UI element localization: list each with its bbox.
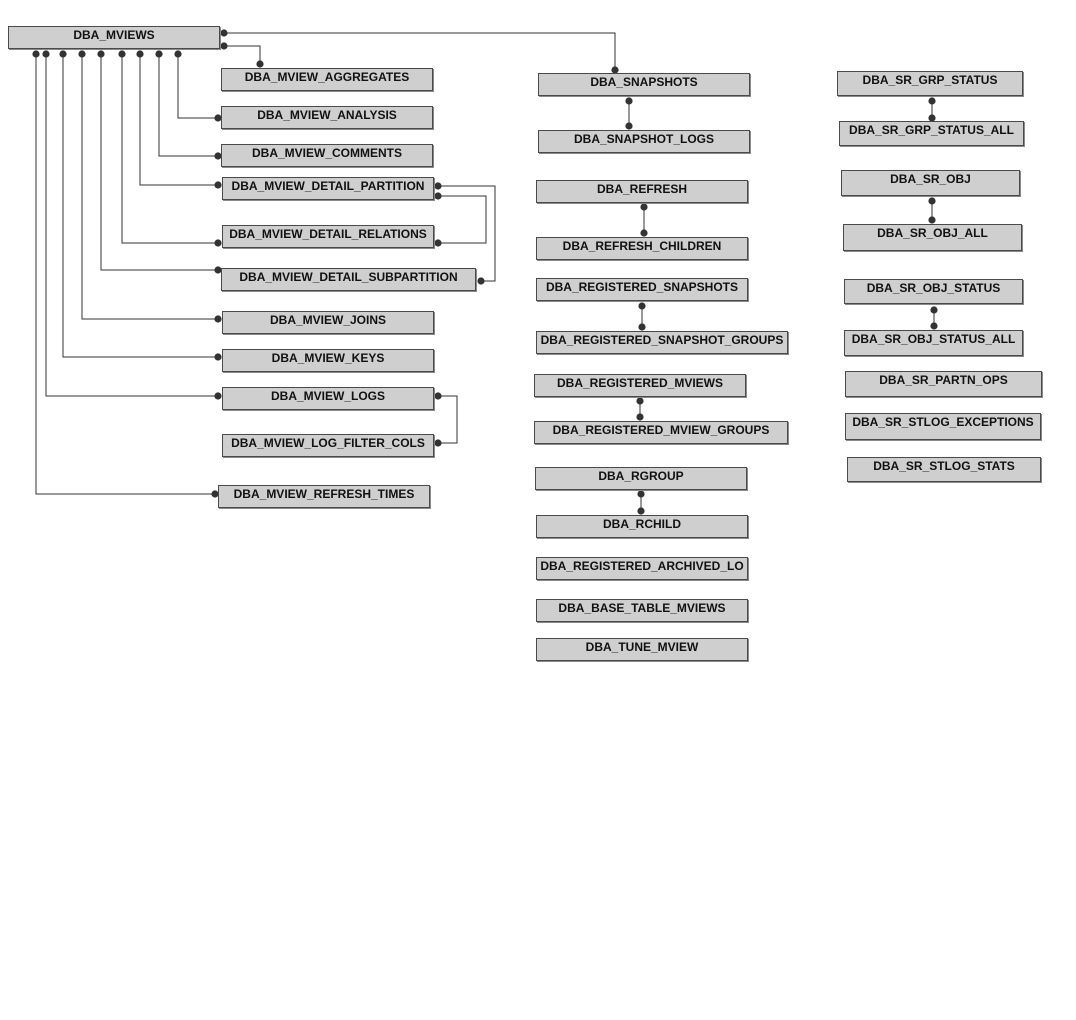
table-dba-mview-detail-subpartition[interactable]: DBA_MVIEW_DETAIL_SUBPARTITION: [221, 268, 476, 291]
relationship-line: [438, 195, 487, 244]
relationship-endpoint-dot: [640, 229, 648, 237]
table-dba-mview-aggregates[interactable]: DBA_MVIEW_AGGREGATES: [221, 68, 433, 91]
relationship-endpoint-dot: [434, 392, 442, 400]
relationship-endpoint-dot: [78, 50, 86, 58]
relationship-line: [438, 185, 496, 282]
relationship-endpoint-dot: [611, 66, 619, 74]
relationship-line: [62, 54, 219, 358]
relationship-endpoint-dot: [174, 50, 182, 58]
relationship-endpoint-dot: [214, 239, 222, 247]
table-dba-mview-comments[interactable]: DBA_MVIEW_COMMENTS: [221, 144, 433, 167]
relationship-line: [220, 32, 616, 70]
table-dba-mview-logs[interactable]: DBA_MVIEW_LOGS: [222, 387, 434, 410]
relationship-endpoint-dot: [477, 277, 485, 285]
relationship-endpoint-dot: [211, 490, 219, 498]
relationship-endpoint-dot: [928, 216, 936, 224]
relationship-endpoint-dot: [214, 266, 222, 274]
relationship-line: [438, 395, 458, 444]
relationship-line: [35, 54, 215, 495]
table-dba-mview-analysis[interactable]: DBA_MVIEW_ANALYSIS: [221, 106, 433, 129]
table-dba-base-table-mviews[interactable]: DBA_BASE_TABLE_MVIEWS: [536, 599, 748, 622]
relationship-line: [177, 54, 219, 119]
relationship-endpoint-dot: [214, 315, 222, 323]
relationship-endpoint-dot: [434, 192, 442, 200]
relationship-endpoint-dot: [434, 182, 442, 190]
table-dba-mview-log-filter-cols[interactable]: DBA_MVIEW_LOG_FILTER_COLS: [222, 434, 434, 457]
table-dba-sr-grp-status-all[interactable]: DBA_SR_GRP_STATUS_ALL: [839, 121, 1024, 146]
relationship-endpoint-dot: [930, 306, 938, 314]
relationship-endpoint-dot: [928, 114, 936, 122]
relationship-line: [139, 54, 219, 186]
relationship-line: [81, 54, 219, 320]
relationship-endpoint-dot: [930, 322, 938, 330]
table-dba-sr-stlog-stats[interactable]: DBA_SR_STLOG_STATS: [847, 457, 1041, 482]
relationship-line: [158, 54, 219, 157]
relationship-line: [121, 54, 219, 244]
relationship-endpoint-dot: [640, 203, 648, 211]
relationship-endpoint-dot: [638, 302, 646, 310]
relationship-endpoint-dot: [214, 181, 222, 189]
relationship-endpoint-dot: [638, 323, 646, 331]
table-dba-mview-detail-partition[interactable]: DBA_MVIEW_DETAIL_PARTITION: [222, 177, 434, 200]
relationship-endpoint-dot: [625, 122, 633, 130]
relationship-endpoint-dot: [928, 97, 936, 105]
table-dba-tune-mview[interactable]: DBA_TUNE_MVIEW: [536, 638, 748, 661]
table-dba-sr-partn-ops[interactable]: DBA_SR_PARTN_OPS: [845, 371, 1042, 397]
relationship-endpoint-dot: [214, 353, 222, 361]
relationship-endpoint-dot: [256, 60, 264, 68]
table-dba-registered-archived-log[interactable]: DBA_REGISTERED_ARCHIVED_LO: [536, 557, 748, 580]
table-dba-mview-joins[interactable]: DBA_MVIEW_JOINS: [222, 311, 434, 334]
table-dba-snapshots[interactable]: DBA_SNAPSHOTS: [538, 73, 750, 96]
relationship-endpoint-dot: [155, 50, 163, 58]
table-dba-mviews[interactable]: DBA_MVIEWS: [8, 26, 220, 49]
table-dba-registered-snapshot-groups[interactable]: DBA_REGISTERED_SNAPSHOT_GROUPS: [536, 331, 788, 354]
table-dba-registered-snapshots[interactable]: DBA_REGISTERED_SNAPSHOTS: [536, 278, 748, 301]
relationship-endpoint-dot: [32, 50, 40, 58]
relationship-line: [222, 45, 261, 65]
table-dba-refresh[interactable]: DBA_REFRESH: [536, 180, 748, 203]
relationship-endpoint-dot: [59, 50, 67, 58]
relationship-endpoint-dot: [118, 50, 126, 58]
table-dba-mview-refresh-times[interactable]: DBA_MVIEW_REFRESH_TIMES: [218, 485, 430, 508]
relationship-endpoint-dot: [434, 239, 442, 247]
relationship-endpoint-dot: [625, 97, 633, 105]
table-dba-sr-stlog-exceptions[interactable]: DBA_SR_STLOG_EXCEPTIONS: [845, 413, 1041, 440]
table-dba-sr-obj-status-all[interactable]: DBA_SR_OBJ_STATUS_ALL: [844, 330, 1023, 356]
table-dba-mview-keys[interactable]: DBA_MVIEW_KEYS: [222, 349, 434, 372]
table-dba-rchild[interactable]: DBA_RCHILD: [536, 515, 748, 538]
table-dba-refresh-children[interactable]: DBA_REFRESH_CHILDREN: [536, 237, 748, 260]
relationship-endpoint-dot: [214, 152, 222, 160]
table-dba-sr-obj[interactable]: DBA_SR_OBJ: [841, 170, 1020, 196]
table-dba-rgroup[interactable]: DBA_RGROUP: [535, 467, 747, 490]
table-dba-registered-mviews[interactable]: DBA_REGISTERED_MVIEWS: [534, 374, 746, 397]
relationship-endpoint-dot: [214, 392, 222, 400]
relationship-endpoint-dot: [214, 114, 222, 122]
relationship-endpoint-dot: [97, 50, 105, 58]
relationship-endpoint-dot: [636, 413, 644, 421]
table-dba-sr-grp-status[interactable]: DBA_SR_GRP_STATUS: [837, 71, 1023, 96]
relationship-endpoint-dot: [42, 50, 50, 58]
relationship-endpoint-dot: [637, 507, 645, 515]
table-dba-sr-obj-all[interactable]: DBA_SR_OBJ_ALL: [843, 224, 1022, 251]
table-dba-sr-obj-status[interactable]: DBA_SR_OBJ_STATUS: [844, 279, 1023, 304]
relationship-endpoint-dot: [637, 490, 645, 498]
table-dba-snapshot-logs[interactable]: DBA_SNAPSHOT_LOGS: [538, 130, 750, 153]
relationship-endpoint-dot: [220, 42, 228, 50]
relationship-endpoint-dot: [636, 397, 644, 405]
relationship-endpoint-dot: [136, 50, 144, 58]
relationship-endpoint-dot: [928, 197, 936, 205]
table-dba-mview-detail-relations[interactable]: DBA_MVIEW_DETAIL_RELATIONS: [222, 225, 434, 248]
relationship-endpoint-dot: [434, 439, 442, 447]
relationship-endpoint-dot: [220, 29, 228, 37]
relationship-line: [45, 54, 219, 397]
table-dba-registered-mview-groups[interactable]: DBA_REGISTERED_MVIEW_GROUPS: [534, 421, 788, 444]
relationship-line: [100, 54, 219, 271]
